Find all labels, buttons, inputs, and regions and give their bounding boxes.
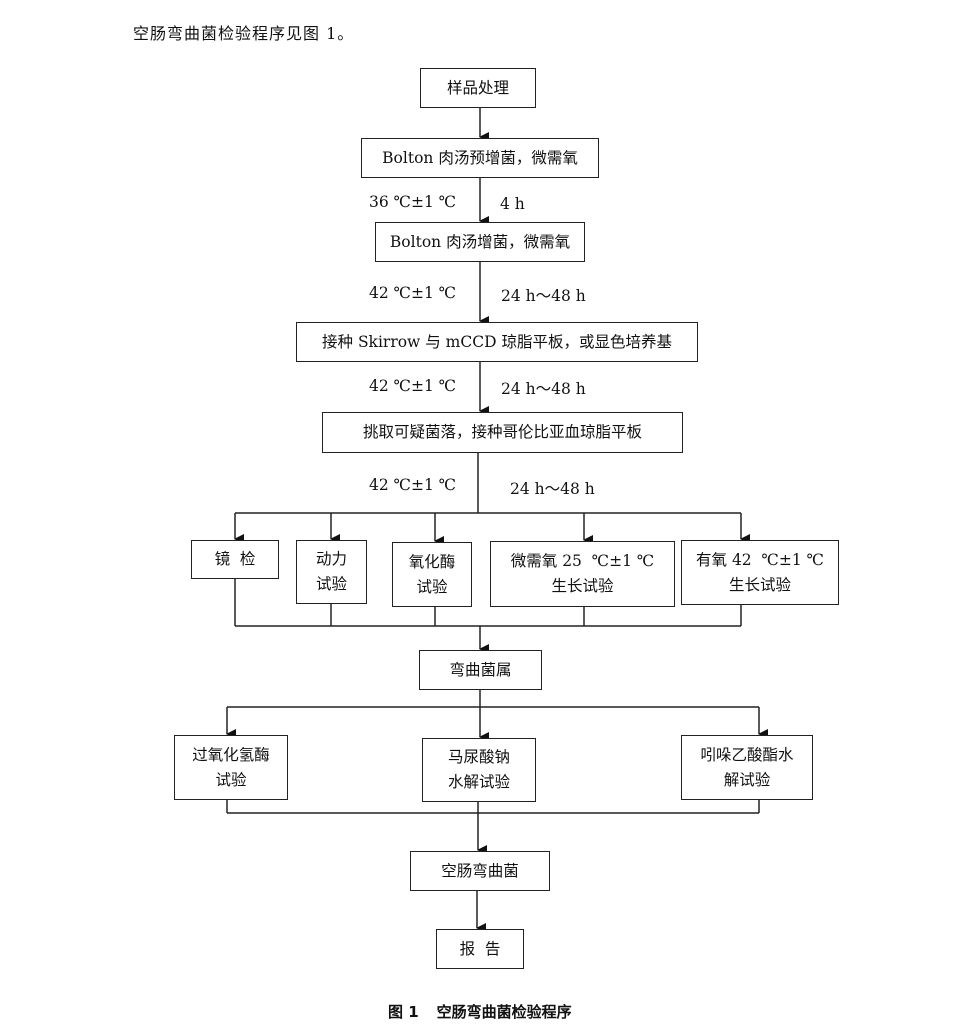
figure-caption: 图 1 空肠弯曲菌检验程序 [388, 1001, 572, 1022]
node-label: 样品处理 [446, 78, 509, 97]
node-label-line2: 试验 [315, 575, 347, 593]
node-hippurate-hydrolysis-test: 马尿酸钠 水解试验 [422, 738, 536, 802]
node-label: 弯曲菌属 [449, 660, 512, 679]
condition-time-4: 24 h～48 h [510, 480, 595, 498]
node-catalase-test: 过氧化氢酶 试验 [174, 735, 288, 800]
node-label-line2: 水解试验 [447, 773, 510, 791]
condition-temp-3: 42 ℃±1 ℃ [369, 377, 457, 395]
node-label: Bolton 肉汤预增菌，微需氧 [382, 148, 578, 167]
node-label-line1: 动力 [315, 550, 347, 568]
node-plating: 接种 Skirrow 与 mCCD 琼脂平板，或显色培养基 [296, 322, 698, 362]
node-indoxyl-acetate-hydrolysis-test: 吲哚乙酸酯水 解试验 [681, 735, 813, 800]
node-label-line1: 过氧化氢酶 [192, 745, 270, 764]
intro-text: 空肠弯曲菌检验程序见图 1。 [133, 24, 355, 43]
node-label: Bolton 肉汤增菌，微需氧 [389, 232, 571, 251]
node-label: 接种 Skirrow 与 mCCD 琼脂平板，或显色培养基 [322, 332, 672, 351]
condition-temp-2: 42 ℃±1 ℃ [369, 284, 457, 302]
condition-temp-4: 42 ℃±1 ℃ [369, 476, 457, 494]
node-label-line1: 氧化酶 [408, 552, 456, 571]
condition-temp-1: 36 ℃±1 ℃ [369, 193, 457, 211]
node-aerobic-growth-test: 有氧 42 ℃±1 ℃ 生长试验 [681, 540, 839, 605]
condition-time-2: 24 h～48 h [501, 287, 586, 305]
node-microscopy: 镜 检 [191, 540, 279, 579]
node-enrichment: Bolton 肉汤增菌，微需氧 [375, 222, 585, 262]
figure-number: 图 1 [388, 1003, 419, 1021]
node-label-line1: 微需氧 25 ℃±1 ℃ [510, 552, 655, 570]
node-pre-enrichment: Bolton 肉汤预增菌，微需氧 [361, 138, 599, 178]
node-label: 报 告 [459, 939, 501, 958]
node-microaerobic-growth-test: 微需氧 25 ℃±1 ℃ 生长试验 [490, 541, 675, 607]
node-label: 挑取可疑菌落，接种哥伦比亚血琼脂平板 [362, 423, 642, 441]
node-campylobacter-genus: 弯曲菌属 [419, 650, 542, 690]
node-label-line1: 吲哚乙酸酯水 [700, 745, 794, 764]
node-report: 报 告 [436, 929, 524, 969]
node-campylobacter-jejuni: 空肠弯曲菌 [410, 851, 550, 891]
node-label-line2: 生长试验 [728, 575, 791, 594]
node-label-line2: 试验 [416, 577, 448, 596]
condition-time-3: 24 h～48 h [501, 380, 586, 398]
node-label-line2: 解试验 [723, 770, 771, 789]
condition-time-1: 4 h [500, 195, 525, 213]
node-sample-processing: 样品处理 [420, 68, 536, 108]
node-label-line1: 有氧 42 ℃±1 ℃ [696, 550, 824, 569]
node-oxidase-test: 氧化酶 试验 [392, 542, 472, 607]
node-motility-test: 动力 试验 [296, 540, 367, 604]
figure-title: 空肠弯曲菌检验程序 [436, 1003, 572, 1021]
node-label-line1: 马尿酸钠 [447, 748, 510, 766]
node-pick-colonies: 挑取可疑菌落，接种哥伦比亚血琼脂平板 [322, 412, 683, 453]
node-label-line2: 生长试验 [551, 577, 614, 595]
node-label: 空肠弯曲菌 [441, 861, 519, 880]
node-label: 镜 检 [214, 550, 256, 568]
node-label-line2: 试验 [215, 770, 247, 789]
